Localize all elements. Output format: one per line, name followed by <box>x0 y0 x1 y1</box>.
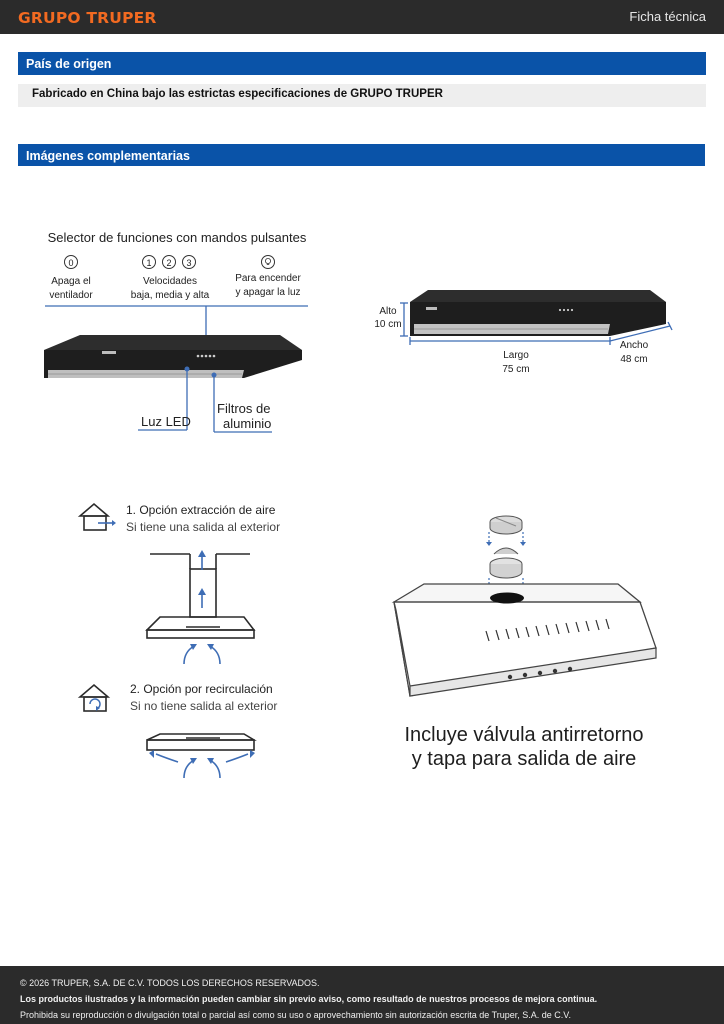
footer-copyright: © 2026 TRUPER, S.A. DE C.V. TODOS LOS DE… <box>20 978 320 988</box>
label-width: Ancho <box>620 340 649 351</box>
label-led: Luz LED <box>141 414 191 429</box>
svg-text:1: 1 <box>146 258 151 268</box>
option1-title: 1. Opción extracción de aire <box>126 503 276 517</box>
svg-text:48 cm: 48 cm <box>620 354 647 365</box>
section-origin-title: País de origen <box>18 52 706 75</box>
exhaust-hood-diagram <box>145 550 256 665</box>
selector-title: Selector de funciones con mandos pulsant… <box>48 230 307 245</box>
button-1-icon: 1 <box>142 255 156 269</box>
label-height: Alto <box>379 306 397 317</box>
svg-text:2: 2 <box>166 258 171 268</box>
document-type: Ficha técnica <box>629 9 706 24</box>
svg-text:3: 3 <box>186 258 191 268</box>
svg-text:75 cm: 75 cm <box>502 364 529 375</box>
section-images-title: Imágenes complementarias <box>18 144 705 166</box>
footer-notice: Los productos ilustrados y la informació… <box>20 994 598 1004</box>
label-light: Para encender <box>235 273 301 284</box>
label-speeds: Velocidades <box>143 276 197 287</box>
option2-title: 2. Opción por recirculación <box>130 682 273 696</box>
air-outlet-cap-image <box>489 515 523 535</box>
svg-text:0: 0 <box>68 258 73 268</box>
label-filters: Filtros de <box>217 401 270 416</box>
button-3-icon: 3 <box>182 255 196 269</box>
brand-logo: GRUPO TRUPER <box>18 9 157 27</box>
installation-options-diagram: 1. Opción extracción de aire Si tiene un… <box>77 502 280 779</box>
label-off: Apaga el <box>51 276 90 287</box>
check-valve-diagram: Incluye válvula antirretorno y tapa para… <box>391 515 657 770</box>
option1-subtitle: Si tiene una salida al exterior <box>126 520 280 534</box>
recirculation-hood-diagram <box>146 733 257 779</box>
svg-text:ventilador: ventilador <box>49 290 93 301</box>
range-hood-image <box>44 335 302 378</box>
function-selector-diagram: Selector de funciones con mandos pulsant… <box>44 230 308 433</box>
house-exhaust-icon <box>77 502 116 531</box>
house-recirculation-icon <box>77 683 111 712</box>
valve-caption-line1: Incluye válvula antirretorno <box>404 724 643 746</box>
footer-prohibition: Prohibida su reproducción o divulgación … <box>20 1010 571 1020</box>
range-hood-dimensions-image <box>410 290 666 336</box>
footer: © 2026 TRUPER, S.A. DE C.V. TODOS LOS DE… <box>0 966 724 1024</box>
svg-text:y apagar la luz: y apagar la luz <box>235 287 300 298</box>
button-0-icon: 0 <box>64 255 78 269</box>
svg-text:aluminio: aluminio <box>223 416 271 431</box>
header-bar: GRUPO TRUPER Ficha técnica <box>0 0 724 34</box>
origin-text: Fabricado en China bajo las estrictas es… <box>18 84 706 107</box>
check-valve-image <box>489 547 523 579</box>
option2-subtitle: Si no tiene salida al exterior <box>130 699 277 713</box>
valve-caption-line2: y tapa para salida de aire <box>412 748 637 770</box>
svg-text:10 cm: 10 cm <box>374 319 401 330</box>
button-2-icon: 2 <box>162 255 176 269</box>
label-length: Largo <box>503 350 529 361</box>
dimensions-diagram: Alto 10 cm Largo 75 cm Ancho 48 cm <box>374 290 673 375</box>
range-hood-outline-image <box>391 583 657 697</box>
light-bulb-icon <box>261 255 275 269</box>
svg-text:baja, media y alta: baja, media y alta <box>131 290 210 301</box>
